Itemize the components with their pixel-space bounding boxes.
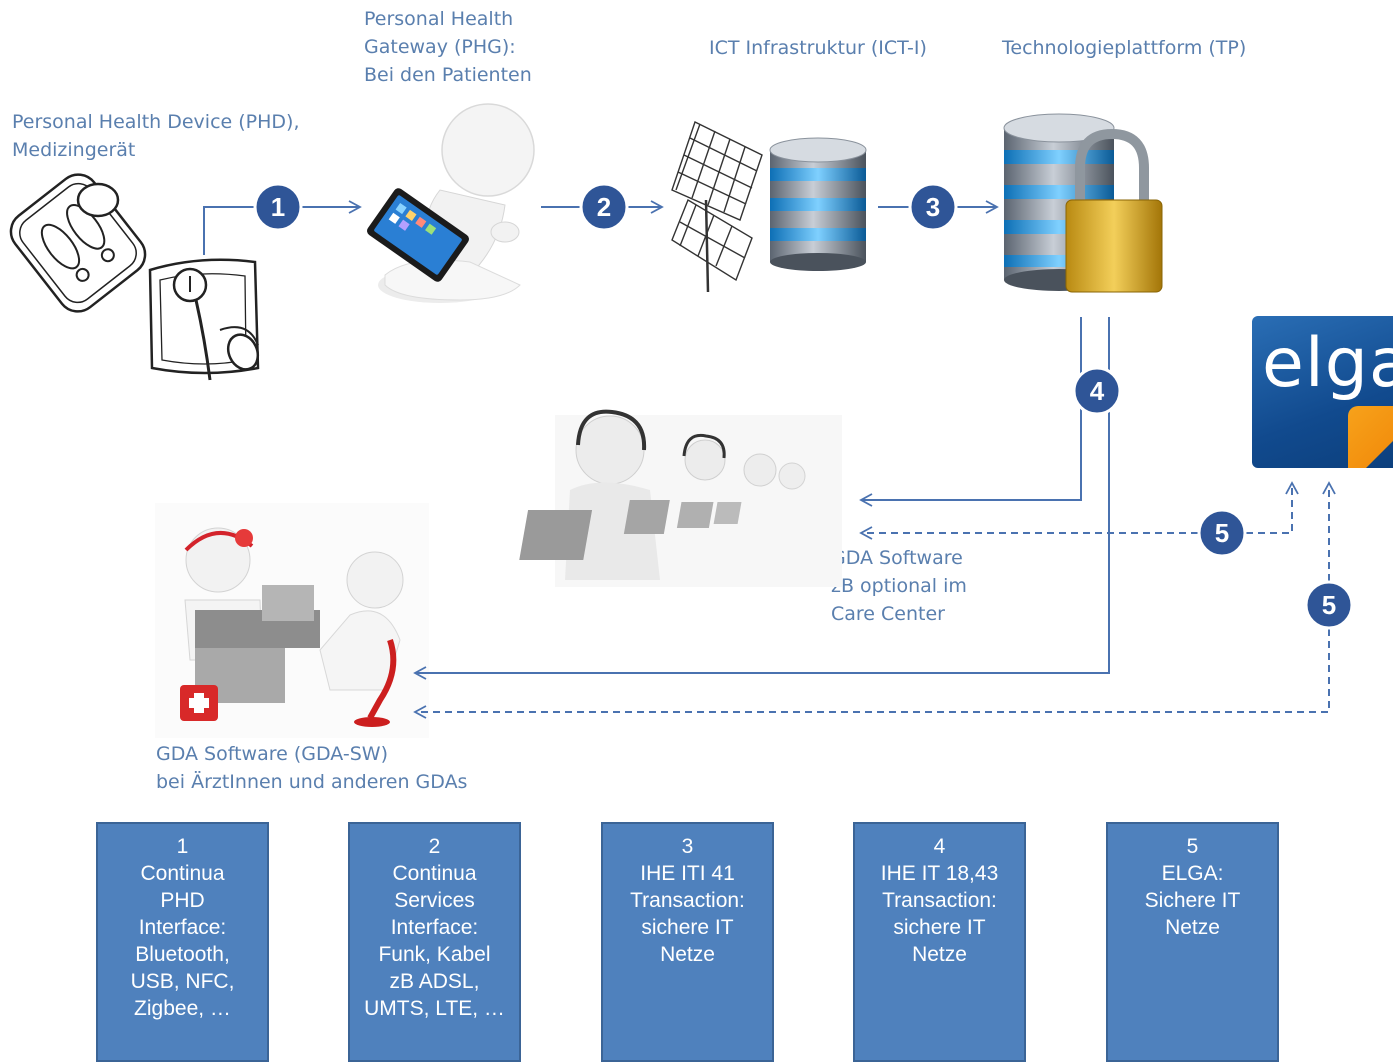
svg-text:5: 5 (1215, 518, 1229, 548)
blood-pressure-cuff-icon (148, 258, 260, 381)
ict-label: ICT Infrastruktur (ICT-I) (709, 37, 927, 59)
marker-2: 2 (579, 182, 629, 232)
marker-3: 3 (908, 182, 958, 232)
legend-box-5: 5 ELGA: Sichere IT Netze (1106, 822, 1279, 1062)
antenna-icon (671, 121, 763, 293)
svg-text:4: 4 (1090, 376, 1105, 406)
legend-box-2: 2 Continua Services Interface: Funk, Kab… (348, 822, 521, 1062)
svg-text:1: 1 (271, 192, 285, 222)
tp-label: Technologieplattform (TP) (1002, 37, 1247, 59)
marker-1: 1 (253, 182, 303, 232)
legend-box-3: 3 IHE ITI 41 Transaction: sichere IT Net… (601, 822, 774, 1062)
flow-diagram: 1 2 3 4 5 5 (9, 103, 1354, 738)
legend-box-4: 4 IHE IT 18,43 Transaction: sichere IT N… (853, 822, 1026, 1062)
svg-text:5: 5 (1322, 590, 1336, 620)
scale-icon (9, 173, 147, 313)
svg-text:3: 3 (926, 192, 940, 222)
elga-logo: elga (1252, 316, 1393, 468)
call-center-icon (519, 409, 842, 587)
person-with-tablet-icon (367, 103, 535, 303)
database-icon (769, 137, 867, 271)
svg-text:2: 2 (597, 192, 611, 222)
gda-sw-label: GDA Software (GDA-SW) bei ÄrztInnen und … (156, 743, 468, 793)
doctor-patient-icon (155, 503, 429, 738)
marker-5-gda: 5 (1304, 580, 1354, 630)
phg-label: Personal Health Gateway (PHG): Bei den P… (364, 8, 532, 86)
marker-4: 4 (1072, 366, 1122, 416)
secure-database-icon (1003, 113, 1163, 293)
elga-logo-accent (1348, 406, 1393, 468)
phd-label: Personal Health Device (PHD), Medizinger… (12, 111, 300, 161)
legend-box-1: 1 Continua PHD Interface: Bluetooth, USB… (96, 822, 269, 1062)
marker-5-care: 5 (1197, 508, 1247, 558)
elga-logo-text: elga (1262, 324, 1393, 403)
